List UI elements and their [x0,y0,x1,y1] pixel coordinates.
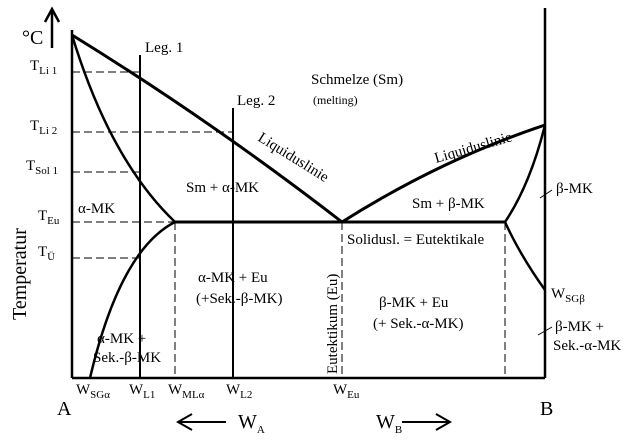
tick-teu: TEu [38,208,60,227]
alpha-region-label: α-MK [78,201,115,217]
alpha-sek-label-1: α-MK + [97,331,146,347]
beta-region-label: β-MK [556,181,593,197]
y-unit-label: °C [22,27,43,49]
wb-label: WB [376,411,402,436]
tick-tli1: TLi 1 [30,58,57,77]
beta-mk-leader [539,189,553,199]
melt-label: Schmelze (Sm) [311,72,403,88]
tick-weu: WEu [333,382,360,401]
solvus-beta-curve [503,221,547,291]
wa-label: WA [238,411,265,436]
beta-eu-label-2: (+ Sek.-α-MK) [373,316,463,332]
tick-wsga: WSGα [76,382,110,401]
solvus-alpha-curve [88,220,176,379]
tick-tsol1: TSol 1 [26,158,58,177]
beta-eu-label-1: β-MK + Eu [379,295,449,311]
wa-arrow [175,413,226,431]
melt-note: (melting) [313,93,358,107]
alpha-eu-label-1: α-MK + Eu [198,270,268,286]
component-b-label: B [540,398,553,420]
liquidus-right-curve [341,123,546,224]
sm-beta-label: Sm + β-MK [412,196,485,212]
wsg-beta-label: WSGβ [551,286,585,305]
liquidus-right-label: Liquiduslinie [433,129,515,167]
beta-sek-leader [537,326,553,336]
alpha-sek-label-2: Sek.-β-MK [93,350,161,366]
y-axis-label: Temperatur [9,228,31,320]
beta-sek-label-2: Sek.-α-MK [553,338,621,354]
sm-alpha-label: Sm + α-MK [186,180,259,196]
tick-tue: TÜ [38,244,55,263]
tick-wl2: WL2 [226,382,252,401]
leg1-label: Leg. 1 [145,40,183,56]
beta-sek-label-1: β-MK + [555,319,604,335]
solidus-beta-curve [503,124,547,223]
y-axis-arrowhead [43,6,61,23]
leg2-label: Leg. 2 [237,93,275,109]
alpha-eu-label-2: (+Sek.-β-MK) [196,291,283,307]
tick-tli2: TLi 2 [30,118,57,137]
wb-arrow [402,413,453,431]
tick-wl1: WL1 [129,382,155,401]
component-a-label: A [57,398,72,420]
liquidus-left-curve [71,33,343,224]
solidus-label: Solidusl. = Eutektikale [347,232,485,248]
solidus-alpha-curve [70,34,176,223]
liquidus-left-label: Liquiduslinie [255,130,332,186]
eutectic-label: Eutektikum (Eu) [325,274,341,374]
tick-wmla: WMLα [168,382,205,401]
